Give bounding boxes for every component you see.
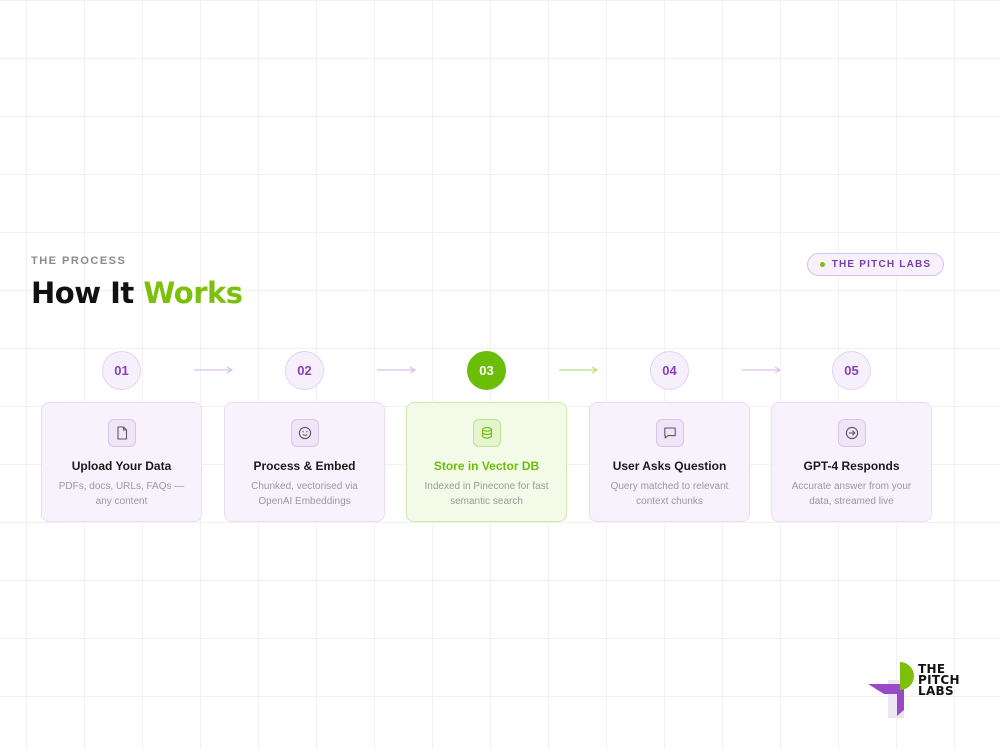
- step-number-4: 04: [650, 351, 689, 390]
- arrow-circle-icon: [838, 419, 866, 447]
- step-title: GPT-4 Responds: [803, 459, 900, 473]
- step-description: Indexed in Pinecone for fast semantic se…: [424, 481, 549, 507]
- step-title: User Asks Question: [612, 459, 727, 473]
- step-number-5: 05: [832, 351, 871, 390]
- step-card-4: User Asks Question Query matched to rele…: [589, 402, 750, 522]
- step-description: Query matched to relevant context chunks: [610, 481, 729, 507]
- brand-pill: THE PITCH LABS: [807, 253, 944, 276]
- flow-arrow-icon: [377, 366, 417, 374]
- title-accent: Works: [143, 276, 243, 310]
- pill-dot-icon: [819, 262, 825, 267]
- brand-pill-label: THE PITCH LABS: [831, 259, 932, 270]
- step-title: Store in Vector DB: [433, 459, 540, 473]
- step-description: Accurate answer from your data, streamed…: [791, 481, 912, 507]
- logo-line-2: PITCH: [918, 673, 960, 687]
- section-eyebrow: THE PROCESS: [31, 255, 127, 267]
- step-description: PDFs, docs, URLs, FAQs — any content: [58, 481, 185, 507]
- logo-mark-icon: [868, 662, 914, 718]
- step-card-2: Process & Embed Chunked, vectorised via …: [224, 402, 385, 522]
- step-number-2: 02: [285, 351, 324, 390]
- flow-arrow-icon: [194, 366, 234, 374]
- logo-wordmark: THE PITCH LABS: [918, 662, 960, 698]
- smiley-icon: [291, 419, 319, 447]
- step-card-5: GPT-4 Responds Accurate answer from your…: [771, 402, 932, 522]
- flow-arrow-icon: [559, 366, 599, 374]
- step-description: Chunked, vectorised via OpenAI Embedding…: [251, 481, 358, 507]
- title-main: How It: [31, 276, 144, 310]
- step-title: Upload Your Data: [71, 459, 172, 473]
- logo-line-3: LABS: [918, 684, 954, 698]
- step-card-1: Upload Your Data PDFs, docs, URLs, FAQs …: [41, 402, 202, 522]
- page-title: How It Works: [31, 276, 243, 310]
- chat-bubble-icon: [656, 419, 684, 447]
- step-number-3: 03: [467, 351, 506, 390]
- step-title: Process & Embed: [253, 459, 356, 473]
- database-icon: [473, 419, 501, 447]
- document-icon: [108, 419, 136, 447]
- step-card-3: Store in Vector DB Indexed in Pinecone f…: [406, 402, 567, 522]
- logo-line-1: THE: [918, 662, 946, 676]
- brand-logo: THE PITCH LABS: [866, 660, 976, 720]
- flow-arrow-icon: [742, 366, 782, 374]
- step-number-1: 01: [102, 351, 141, 390]
